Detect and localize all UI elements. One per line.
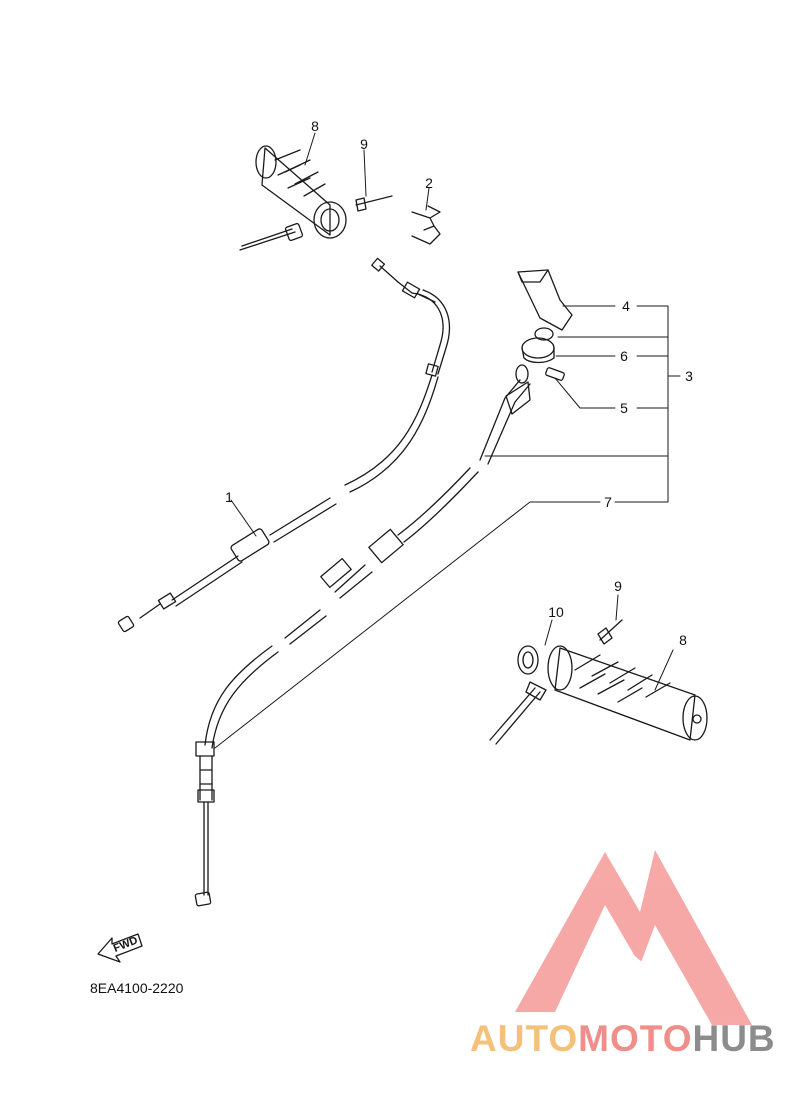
right-grip bbox=[489, 645, 708, 745]
screw-bottom bbox=[597, 619, 623, 645]
callout-9-top: 9 bbox=[360, 136, 368, 152]
nut bbox=[521, 337, 555, 364]
watermark-logo-icon bbox=[515, 850, 752, 1025]
washer bbox=[534, 327, 554, 341]
callout-3: 3 bbox=[685, 368, 693, 384]
brand-hub: HUB bbox=[692, 1018, 776, 1059]
fwd-arrow-icon bbox=[97, 933, 143, 963]
callout-1: 1 bbox=[225, 489, 233, 505]
screw-top bbox=[355, 195, 393, 212]
pin bbox=[545, 367, 565, 381]
callout-10: 10 bbox=[548, 604, 564, 620]
throttle-cable bbox=[117, 257, 451, 633]
callout-6: 6 bbox=[620, 348, 628, 364]
watermark-brand: AUTOMOTOHUB bbox=[470, 1018, 776, 1060]
bracket bbox=[517, 269, 573, 331]
callout-2: 2 bbox=[425, 175, 433, 191]
choke-cable bbox=[194, 364, 531, 907]
ring bbox=[517, 645, 539, 675]
callout-9-bottom: 9 bbox=[614, 578, 622, 594]
brand-auto: AUTO bbox=[470, 1018, 579, 1059]
callout-8-top: 8 bbox=[311, 118, 319, 134]
part-code: 8EA4100-2220 bbox=[90, 980, 184, 996]
brand-moto: MOTO bbox=[578, 1018, 693, 1059]
callout-5: 5 bbox=[620, 400, 628, 416]
leader-lines bbox=[214, 132, 681, 749]
callout-7: 7 bbox=[604, 494, 612, 510]
callout-4: 4 bbox=[622, 298, 630, 314]
callout-8-bottom: 8 bbox=[679, 632, 687, 648]
clip bbox=[411, 205, 441, 245]
left-grip bbox=[239, 145, 347, 251]
